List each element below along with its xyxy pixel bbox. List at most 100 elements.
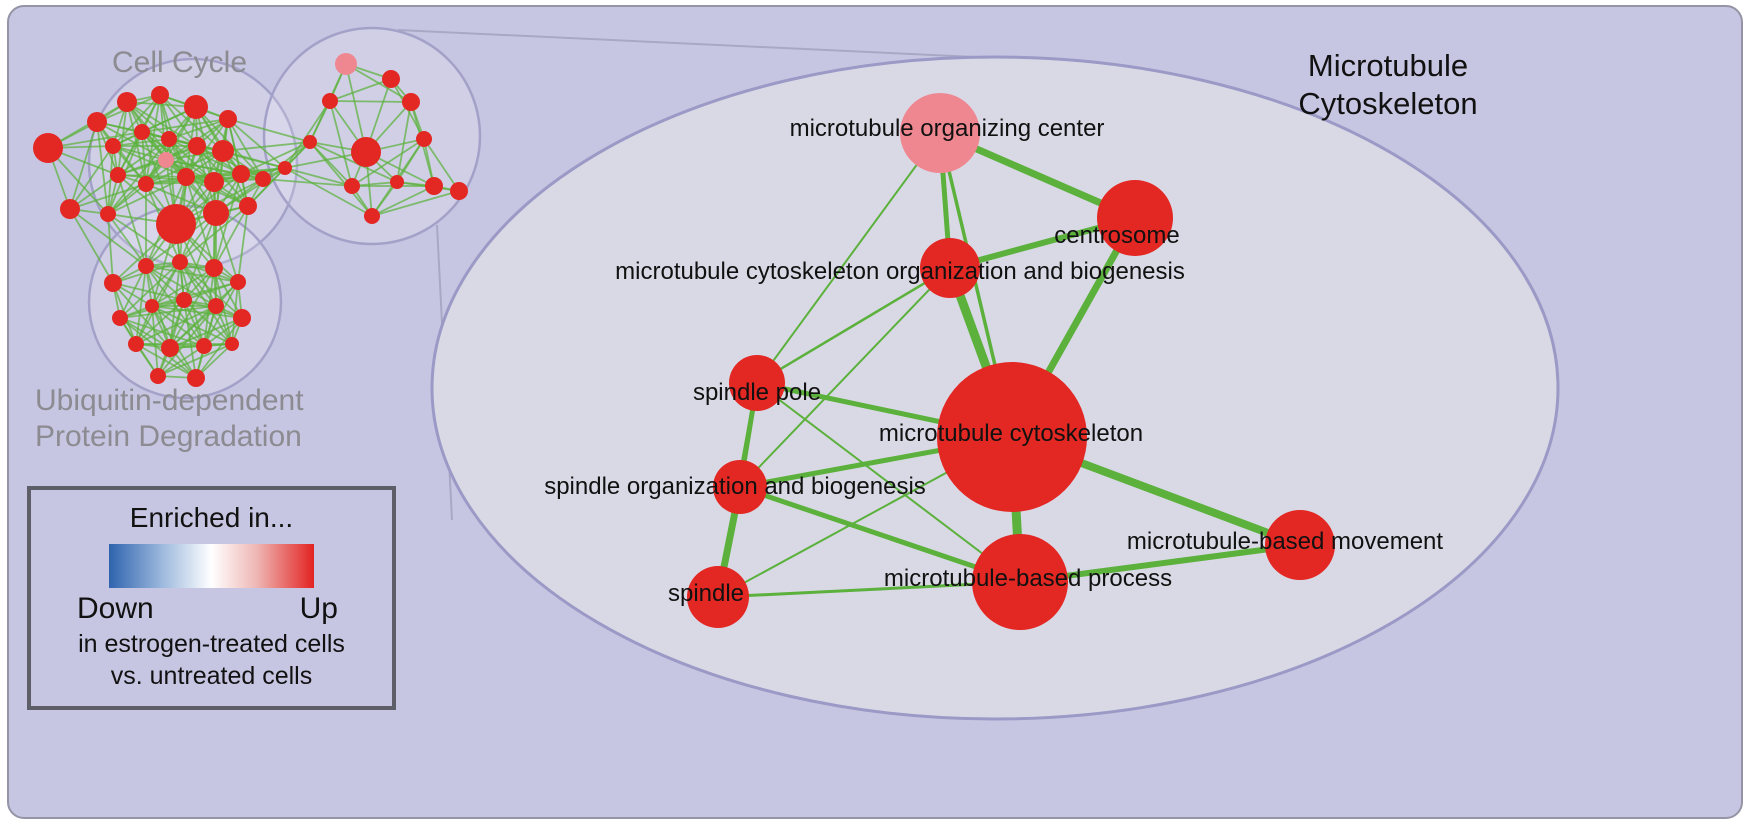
figure-title-line2: Cytoskeleton (1298, 86, 1477, 121)
overview-edge (169, 317, 243, 349)
overview-edge (69, 208, 147, 267)
overview-edge (107, 176, 187, 215)
overview-edge (262, 178, 353, 187)
overview-edge (213, 205, 249, 269)
overview-edge (371, 190, 460, 217)
node-spindle-org (713, 460, 767, 514)
overview-edge (157, 345, 205, 377)
overview-edge (195, 106, 242, 175)
overview-node (232, 165, 250, 183)
overview-edge (135, 299, 185, 345)
overview-node (219, 110, 237, 128)
overview-edge (329, 100, 353, 187)
overview-node (138, 176, 154, 192)
node-label-mc: microtubule cytoskeleton (879, 420, 1143, 447)
overview-node (161, 131, 177, 147)
overview-edge (227, 118, 286, 169)
overview-node (112, 310, 128, 326)
node-mbp (972, 534, 1068, 630)
overview-edge (135, 343, 197, 379)
overview-edge (112, 145, 167, 161)
node-label-spindle-pole: spindle pole (693, 379, 821, 406)
legend-up-label: Up (299, 592, 338, 625)
cluster-label-ubiquitin-line1: Ubiquitin-dependent (35, 384, 304, 417)
overview-node (188, 137, 206, 155)
overview-edge (96, 121, 109, 215)
overview-node (208, 298, 224, 314)
overview-edge (195, 317, 243, 379)
overview-edge (117, 138, 170, 176)
overview-node (151, 86, 169, 104)
overview-edge (351, 138, 425, 187)
overview-edge (183, 281, 239, 301)
overview-node (145, 299, 159, 313)
node-label-moc: microtubule organizing center (790, 115, 1105, 142)
node-label-mbp: microtubule-based process (884, 565, 1172, 592)
overview-node (416, 131, 432, 147)
overview-nodes (33, 53, 468, 387)
overview-edge (151, 305, 159, 377)
overview-edge (183, 212, 217, 301)
overview-edge (135, 305, 217, 345)
overview-edge (183, 299, 233, 345)
overview-edge (222, 141, 311, 152)
overview-node (425, 177, 443, 195)
overview-node (364, 208, 380, 224)
overview-edge (119, 265, 147, 319)
overview-edge (112, 138, 170, 147)
overview-node (344, 178, 360, 194)
node-centrosome (1097, 180, 1173, 256)
overview-node (204, 172, 224, 192)
overview-edge (117, 174, 215, 183)
overview-node (105, 138, 121, 154)
overview-node (134, 124, 150, 140)
overview-edge (179, 181, 215, 263)
overview-edge (262, 141, 311, 180)
overview-edge (69, 121, 98, 210)
overview-node (239, 197, 257, 215)
overview-edge (119, 261, 181, 319)
overview-edge (117, 145, 198, 176)
overview-edge (157, 299, 185, 377)
overview-edge (69, 208, 114, 284)
overview-edge (423, 138, 460, 192)
overview-edge (213, 173, 242, 269)
figure-title-line1: Microtubule (1308, 48, 1468, 83)
overview-node (161, 339, 179, 357)
overview-edge (203, 281, 239, 347)
overview-node (138, 258, 154, 274)
overview-edge (117, 131, 143, 176)
overview-edge (329, 78, 392, 102)
overview-edge (112, 94, 161, 147)
overview-edge (119, 305, 217, 319)
overview-edge (157, 343, 233, 377)
overview-node (212, 140, 234, 162)
overview-edge (371, 185, 435, 217)
overview-edge (47, 131, 143, 149)
overview-edge (117, 101, 128, 176)
overview-node (156, 204, 196, 244)
overview-edge (179, 261, 205, 347)
node-label-centrosome: centrosome (1054, 222, 1179, 249)
legend-down-label: Down (77, 592, 154, 625)
overview-node (402, 93, 420, 111)
cluster-label-cell-cycle: Cell Cycle (112, 46, 247, 79)
overview-node (230, 274, 246, 290)
cluster-label-ubiquitin-line2: Protein Degradation (35, 420, 302, 453)
overview-edge (196, 145, 264, 180)
overview-edge (284, 167, 373, 217)
overview-node (450, 182, 468, 200)
edge-mco-spindle-org (739, 267, 951, 488)
legend-caption-line1: in estrogen-treated cells (78, 630, 345, 658)
overview-node (172, 254, 188, 270)
overview-node (33, 133, 63, 163)
edge-mco-spindle-pole (755, 266, 952, 385)
overview-node (203, 200, 229, 226)
overview-node (104, 274, 122, 292)
overview-edge (168, 118, 229, 140)
overview-node (303, 135, 317, 149)
node-label-spindle-org: spindle organization and biogenesis (544, 473, 926, 500)
overview-edge (159, 94, 167, 161)
legend-gradient-bar (109, 544, 314, 588)
